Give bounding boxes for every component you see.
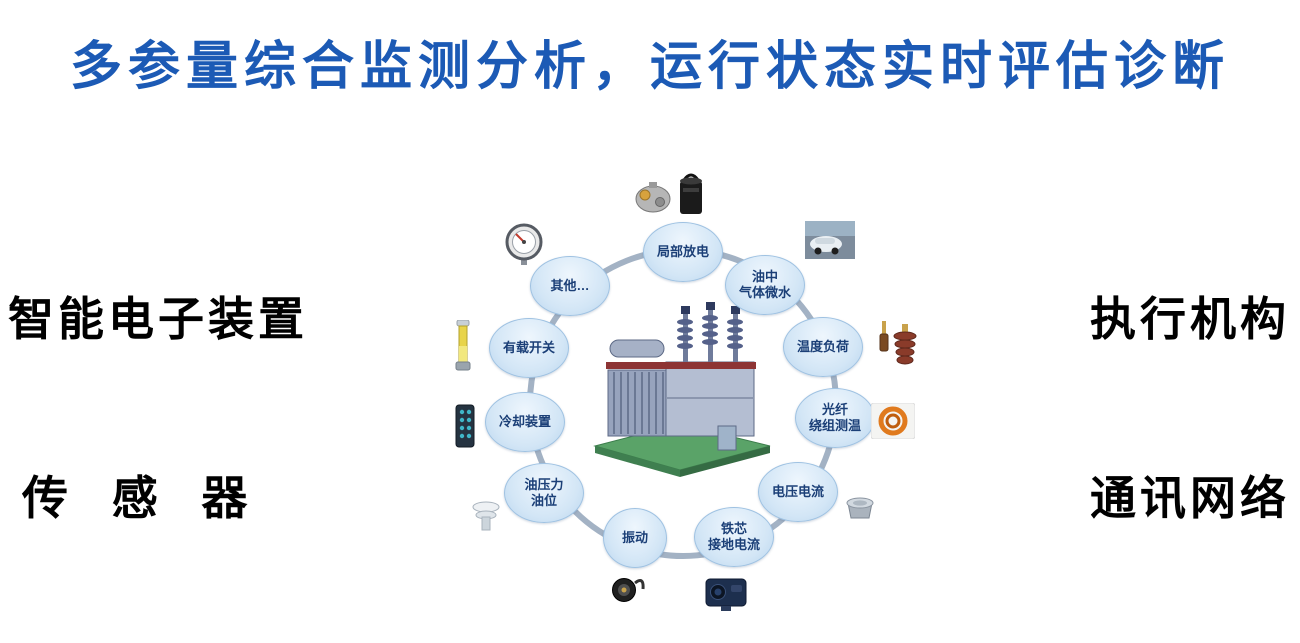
ring-node-label: 有载开关 xyxy=(502,339,555,355)
cable-coil-icon xyxy=(871,403,915,439)
label-sensor: 传感器 xyxy=(22,472,292,524)
bushing-insulator-icon xyxy=(893,324,917,365)
ring-node-temperature-load: 温度负荷 xyxy=(783,317,863,377)
monitoring-device-icon xyxy=(705,578,747,611)
ring-node-label: 其他… xyxy=(550,277,590,293)
ring-node-label: 冷却装置 xyxy=(498,413,551,429)
ring-node-fiber-winding-temp: 光纤 绕组测温 xyxy=(795,388,875,448)
vehicle-photo-icon xyxy=(805,221,855,259)
black-canister-icon xyxy=(680,173,702,214)
ring-node-vibration: 振动 xyxy=(603,508,667,568)
page-title: 多参量综合监测分析，运行状态实时评估诊断 xyxy=(69,38,1230,96)
cable-connector-icon xyxy=(612,578,645,602)
oil-cup-sensor-icon xyxy=(846,497,874,519)
pump-motor-icon xyxy=(635,182,671,213)
ring-node-label: 油中 气体微水 xyxy=(738,268,791,300)
ring-node-others: 其他… xyxy=(530,256,610,316)
ring-node-label: 油压力 油位 xyxy=(524,476,564,508)
label-communication-network: 通讯网络 xyxy=(1090,472,1290,524)
ring-node-label: 局部放电 xyxy=(656,243,709,259)
ring-node-label: 铁芯 接地电流 xyxy=(707,520,760,552)
ring-node-label: 电压电流 xyxy=(771,483,824,499)
ring-node-voltage-current: 电压电流 xyxy=(758,462,838,522)
ring-node-core-ground-current: 铁芯 接地电流 xyxy=(694,507,774,567)
ring-node-partial-discharge: 局部放电 xyxy=(643,222,723,282)
rod-sensor-icon xyxy=(879,321,889,352)
ring-node-label: 温度负荷 xyxy=(796,338,849,354)
pressure-gauge-icon xyxy=(505,223,543,265)
transformer-image xyxy=(593,302,771,477)
perforated-sensor-icon xyxy=(455,404,475,448)
label-actuator: 执行机构 xyxy=(1090,293,1290,345)
label-smart-electronic-device: 智能电子装置 xyxy=(8,293,308,345)
ring-node-oil-pressure-level: 油压力 油位 xyxy=(504,463,584,523)
ring-node-cooling-device: 冷却装置 xyxy=(485,392,565,452)
porcelain-insulator-icon xyxy=(472,501,500,531)
sight-glass-tube-icon xyxy=(455,320,471,371)
ring-node-on-load-tap-switch: 有载开关 xyxy=(489,318,569,378)
ring-node-label: 振动 xyxy=(621,529,648,545)
ring-node-label: 光纤 绕组测温 xyxy=(808,401,861,433)
ring-node-gas-moisture-in-oil: 油中 气体微水 xyxy=(725,255,805,315)
